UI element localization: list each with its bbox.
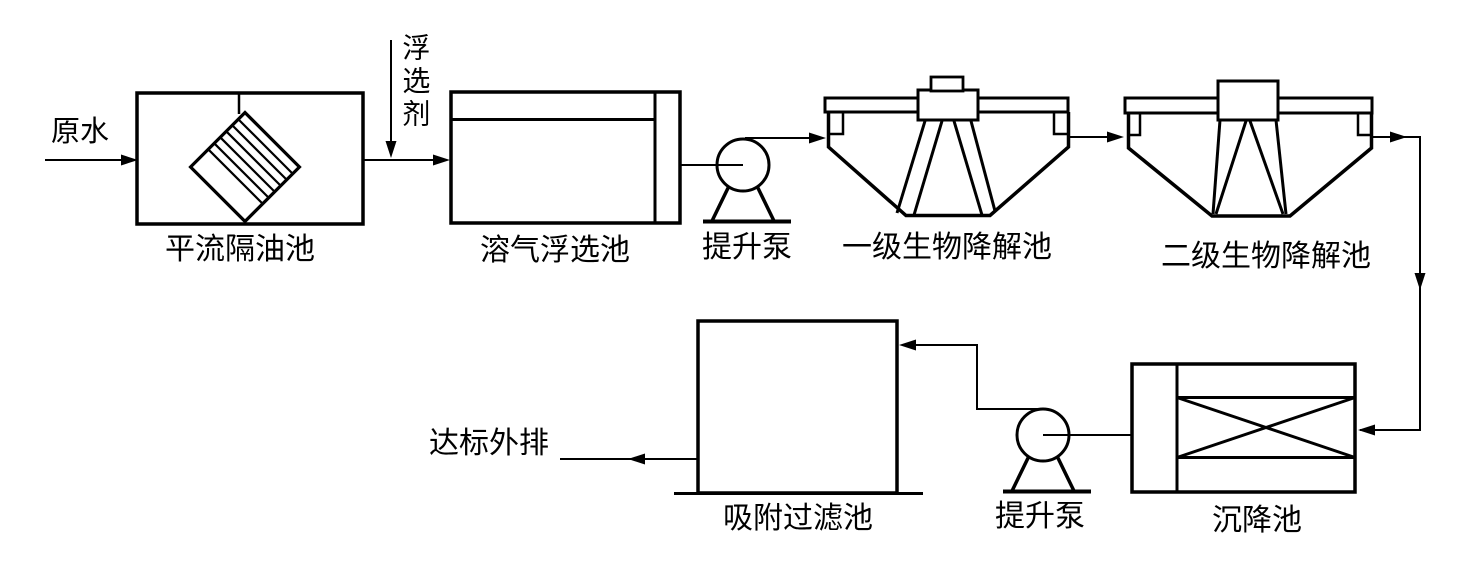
raw-water-label: 原水 <box>51 116 110 148</box>
arrow-down-icon <box>385 141 397 158</box>
bio-tank-1-vessel <box>823 75 1071 218</box>
flotation-tank-body <box>449 90 682 225</box>
settling-tank-vessel <box>1130 362 1357 494</box>
lift-pump-1-label: 提升泵 <box>702 231 792 264</box>
bio1-left-leg <box>912 120 944 216</box>
lift-pump-1-icon <box>703 137 791 224</box>
arrow-right-icon <box>433 154 450 166</box>
bio1-right-leg <box>952 120 984 216</box>
bio-tank-1-label: 一级生物降解池 <box>842 231 1052 264</box>
flotation-tank-vessel <box>449 90 682 225</box>
flotation-tank-label: 溶气浮选池 <box>480 234 630 267</box>
lift-pump-2-icon <box>1003 407 1091 494</box>
bio1-right-notch <box>1052 112 1067 136</box>
bio2-right-leg <box>1274 119 1288 215</box>
oil-separator-body <box>135 91 365 226</box>
bio1-left-leg <box>895 120 927 214</box>
bio-tank-2-label: 二级生物降解池 <box>1161 240 1371 273</box>
arrow-left-icon <box>628 453 645 465</box>
bio2-hopper-outline <box>1126 113 1374 218</box>
bio2-left-leg <box>1214 120 1248 215</box>
bio1-left-notch <box>829 112 845 136</box>
settling-tank-label: 沉降池 <box>1212 504 1302 537</box>
bio1-right-leg <box>969 120 997 212</box>
bio2-left-notch <box>1129 113 1142 137</box>
arrow-right-icon <box>809 132 826 144</box>
bio-tank-2-vessel <box>1123 79 1374 218</box>
flow-lines <box>45 40 1426 465</box>
adsorption-tank-body <box>696 319 899 495</box>
bio2-drive-box <box>1216 79 1280 122</box>
bio1-drive-box <box>916 88 980 122</box>
oil-separator-label: 平流隔油池 <box>165 233 315 266</box>
arrow-right-icon <box>121 154 138 166</box>
bio1-hopper-outline <box>826 112 1071 218</box>
arrow-down-icon <box>1414 273 1426 290</box>
oil-separator-vessel <box>135 91 365 226</box>
arrow-left-icon <box>1358 424 1375 436</box>
bio2-right-leg <box>1248 120 1285 215</box>
bio2-right-notch <box>1356 113 1371 137</box>
hatched-diamond-icon <box>188 110 302 224</box>
settling-tank-body <box>1130 362 1357 494</box>
arrow-right-icon <box>1390 131 1407 143</box>
bio1-motor-cap <box>929 75 965 93</box>
flotation-agent-label: 浮选剂 <box>398 33 430 132</box>
pump2-to-adsorption-line <box>902 344 1040 410</box>
adsorption-filter-vessel <box>674 319 923 495</box>
bio2-left-leg <box>1211 119 1222 215</box>
lift-pump-2-label: 提升泵 <box>995 500 1085 533</box>
discharge-label: 达标外排 <box>429 427 549 460</box>
settling-cross-diagonal <box>1176 396 1356 459</box>
arrow-right-icon <box>1107 131 1124 143</box>
bio2-to-settling-line <box>1360 136 1421 431</box>
arrow-left-icon <box>899 339 916 351</box>
adsorption-filter-label: 吸附过滤池 <box>723 502 873 535</box>
